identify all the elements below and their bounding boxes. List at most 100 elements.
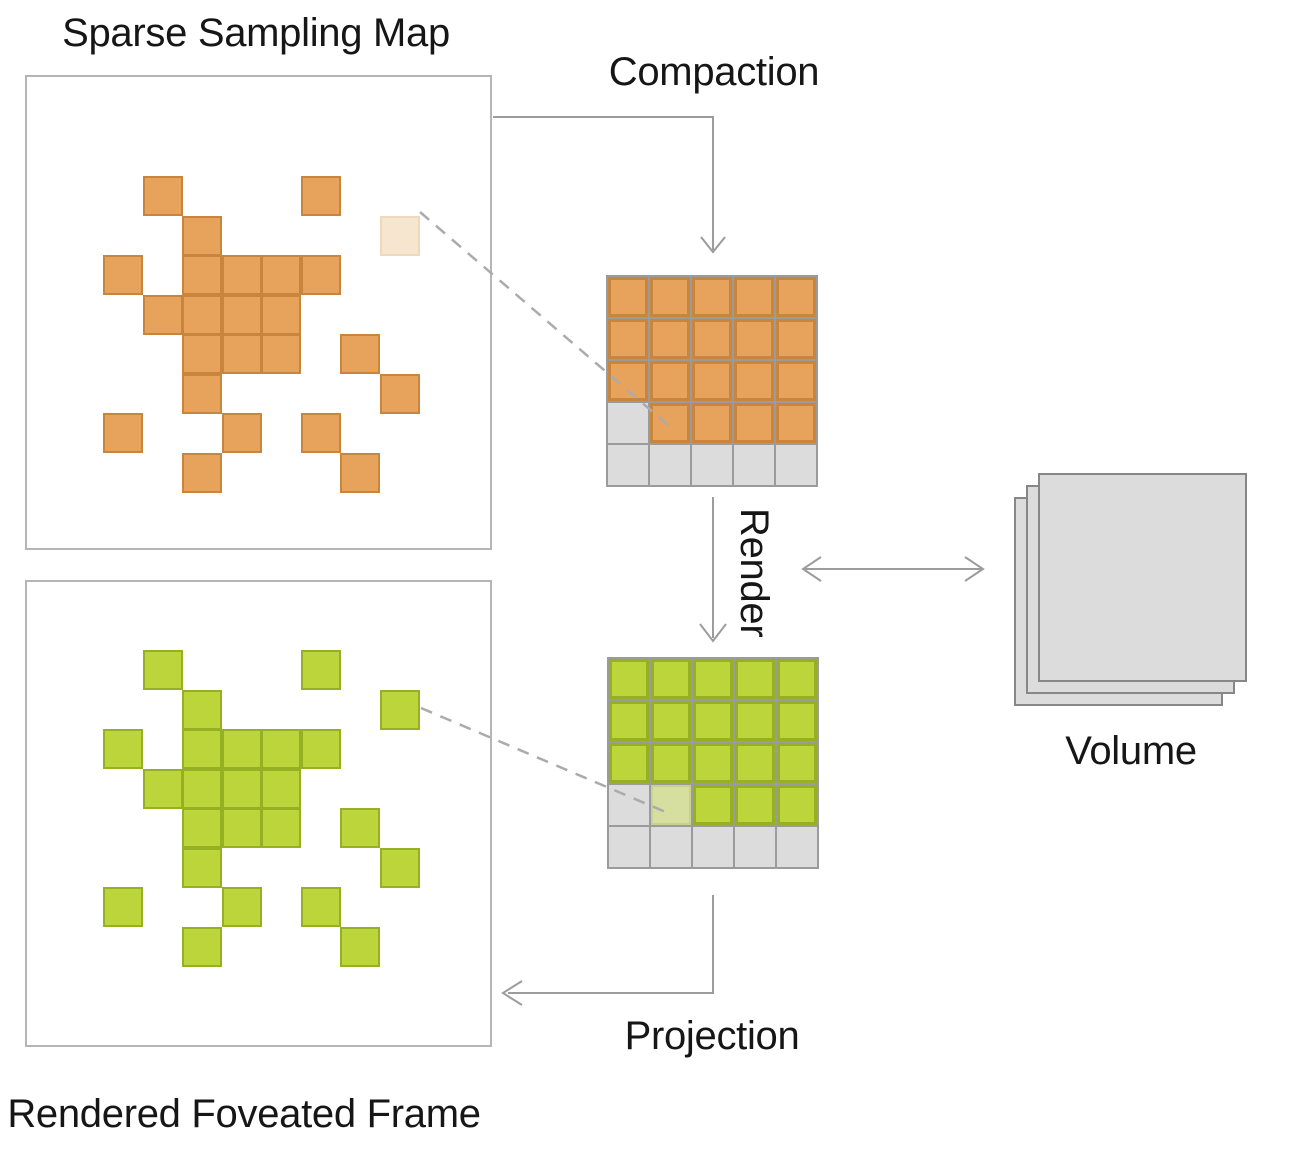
- grid-cell-filled: [777, 659, 817, 699]
- grid-cell-filled: [693, 659, 733, 699]
- sample-square-green: [300, 650, 341, 690]
- sample-square-orange: [300, 255, 341, 295]
- grid-cell-filled: [693, 785, 733, 825]
- compacted-sample-grid-orange: [606, 275, 818, 487]
- grid-cell-filled: [735, 659, 775, 699]
- sample-square-orange: [221, 255, 262, 295]
- sample-square-green: [221, 887, 262, 927]
- render-arrow: [699, 497, 727, 643]
- sample-square-green: [221, 808, 262, 848]
- grid-cell-filled: [650, 361, 690, 401]
- grid-cell-filled: [735, 743, 775, 783]
- grid-cell-filled: [734, 361, 774, 401]
- grid-cell-empty: [608, 403, 648, 443]
- sample-square-orange: [300, 413, 341, 453]
- grid-cell-filled: [650, 403, 690, 443]
- sample-square-green: [182, 926, 222, 967]
- grid-cell-filled: [777, 743, 817, 783]
- grid-cell-filled: [692, 319, 732, 359]
- grid-cell-filled: [608, 361, 648, 401]
- grid-cell-filled: [651, 701, 691, 741]
- grid-cell-filled: [734, 277, 774, 317]
- sample-square-green: [340, 926, 380, 967]
- sample-square-orange: [182, 294, 222, 335]
- grid-cell-filled: [734, 319, 774, 359]
- grid-cell-filled: [608, 277, 648, 317]
- grid-cell-filled: [609, 743, 649, 783]
- sample-square-green: [300, 887, 341, 927]
- grid-cell-empty: [692, 445, 732, 485]
- grid-cell-empty: [735, 827, 775, 867]
- grid-cell-filled: [650, 277, 690, 317]
- sample-square-green: [261, 808, 301, 848]
- volume-slice-front: [1038, 473, 1247, 682]
- sample-square-green: [182, 808, 222, 848]
- grid-cell-empty: [609, 827, 649, 867]
- sample-square-orange: [142, 294, 183, 335]
- grid-cell-filled: [735, 785, 775, 825]
- render-label: Render: [732, 508, 776, 638]
- sample-square-orange: [142, 176, 183, 216]
- projection-label: Projection: [624, 1014, 800, 1058]
- grid-cell-filled: [777, 785, 817, 825]
- grid-cell-filled: [776, 403, 816, 443]
- sample-square-green: [142, 768, 183, 809]
- sample-square-green: [103, 887, 143, 927]
- sample-square-orange: [182, 452, 222, 493]
- grid-cell-filled: [692, 403, 732, 443]
- sample-square-orange: [103, 413, 143, 453]
- grid-cell-filled: [651, 743, 691, 783]
- sample-square-orange: [261, 255, 301, 295]
- sample-square-orange: [379, 215, 420, 256]
- sample-square-green: [142, 650, 183, 690]
- sample-square-green: [379, 847, 420, 888]
- sample-square-orange: [300, 176, 341, 216]
- grid-cell-faded: [651, 785, 691, 825]
- sample-square-orange: [261, 294, 301, 335]
- sample-square-green: [182, 689, 222, 730]
- grid-cell-filled: [776, 361, 816, 401]
- grid-cell-filled: [777, 701, 817, 741]
- sample-square-green: [340, 808, 380, 848]
- sample-square-green: [300, 729, 341, 769]
- grid-cell-filled: [692, 361, 732, 401]
- grid-cell-filled: [776, 319, 816, 359]
- sample-square-orange: [261, 334, 301, 374]
- compacted-rendered-grid-green: [607, 657, 819, 869]
- grid-cell-filled: [692, 277, 732, 317]
- sample-square-green: [261, 729, 301, 769]
- sample-square-orange: [182, 373, 222, 414]
- sample-square-orange: [103, 255, 143, 295]
- sample-square-green: [221, 768, 262, 809]
- grid-cell-empty: [776, 445, 816, 485]
- sample-square-orange: [182, 255, 222, 295]
- grid-cell-filled: [650, 319, 690, 359]
- sample-square-green: [182, 847, 222, 888]
- sparse-sampling-map-box: [25, 75, 492, 550]
- sample-square-orange: [340, 452, 380, 493]
- grid-cell-filled: [609, 659, 649, 699]
- grid-cell-empty: [650, 445, 690, 485]
- sample-square-orange: [182, 215, 222, 256]
- grid-cell-empty: [693, 827, 733, 867]
- render-volume-double-arrow: [801, 556, 985, 582]
- sample-square-green: [221, 729, 262, 769]
- rendered-foveated-frame-title: Rendered Foveated Frame: [7, 1092, 481, 1136]
- sample-square-green: [182, 729, 222, 769]
- sample-square-orange: [379, 373, 420, 414]
- sparse-sampling-map-title: Sparse Sampling Map: [62, 11, 450, 55]
- grid-cell-empty: [651, 827, 691, 867]
- grid-cell-empty: [609, 785, 649, 825]
- grid-cell-filled: [734, 403, 774, 443]
- sample-square-orange: [182, 334, 222, 374]
- sample-square-orange: [221, 294, 262, 335]
- compaction-label: Compaction: [608, 50, 820, 94]
- sample-square-green: [182, 768, 222, 809]
- sample-square-green: [103, 729, 143, 769]
- sample-square-green: [379, 689, 420, 730]
- grid-cell-filled: [651, 659, 691, 699]
- grid-cell-filled: [693, 701, 733, 741]
- grid-cell-empty: [608, 445, 648, 485]
- grid-cell-filled: [735, 701, 775, 741]
